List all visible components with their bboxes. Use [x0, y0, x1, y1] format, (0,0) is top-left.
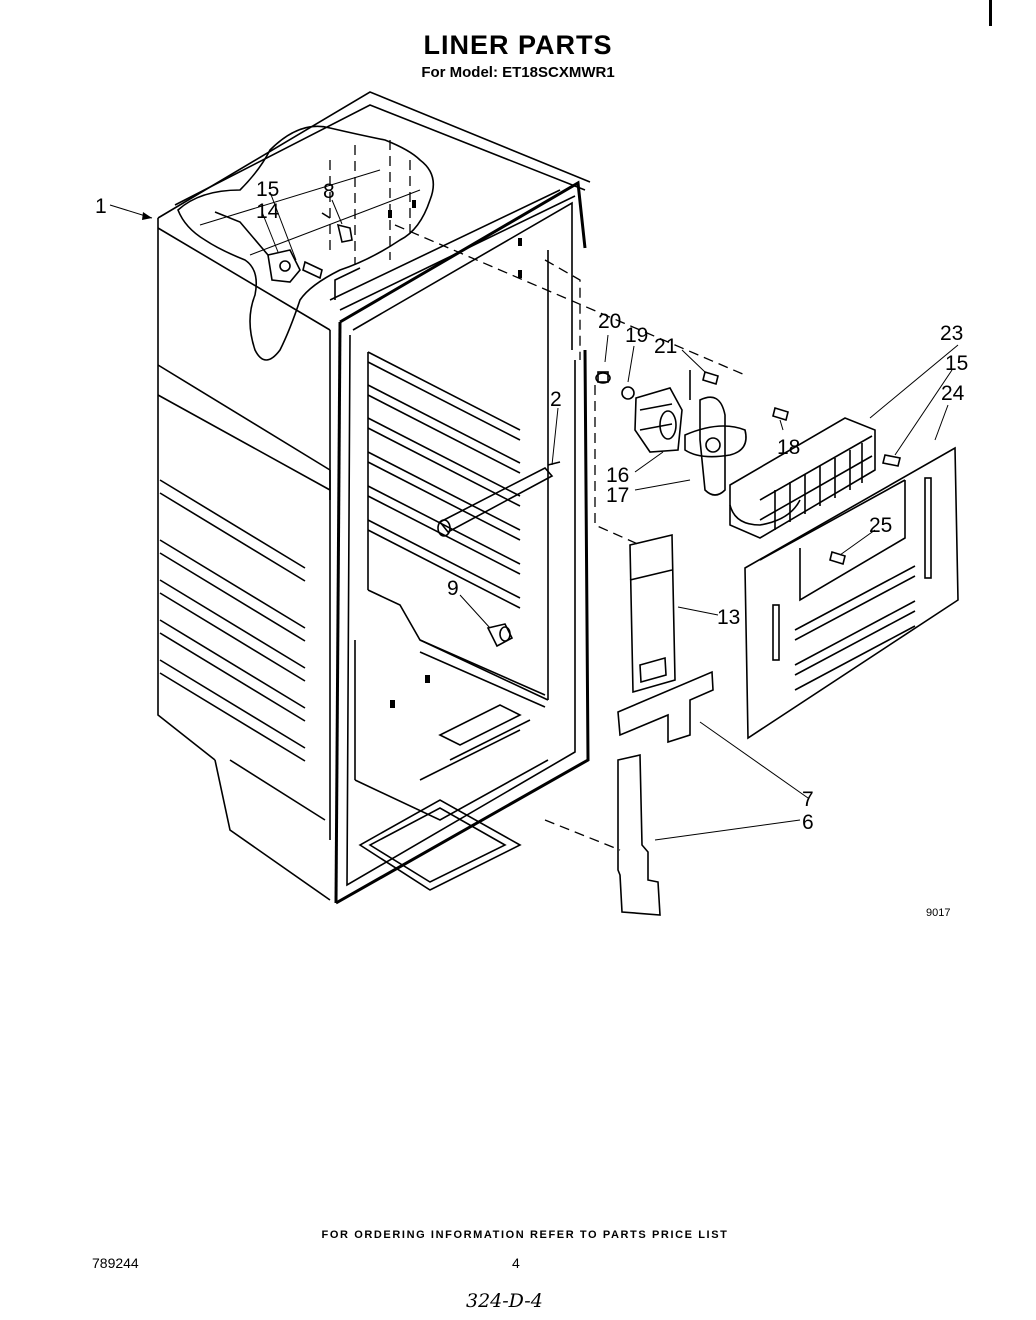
callout-13: 13	[717, 606, 740, 629]
callout-15-right: 15	[945, 352, 968, 375]
callout-18: 18	[777, 436, 800, 459]
callout-1: 1	[95, 195, 107, 218]
callout-17: 17	[606, 484, 629, 507]
bracket-part-8	[321, 212, 353, 243]
callout-25: 25	[869, 514, 892, 537]
corner-mark	[989, 0, 992, 26]
callout-14: 14	[256, 200, 280, 223]
callout-23: 23	[940, 322, 963, 345]
callout-8: 8	[323, 180, 335, 203]
callout-2: 2	[550, 388, 562, 411]
figure-code: 9017	[926, 907, 950, 919]
callout-19: 19	[625, 324, 648, 347]
rear-panel-part-24	[744, 446, 959, 740]
document-number: 789244	[92, 1255, 139, 1271]
callout-21: 21	[654, 335, 677, 358]
fan-motor-assembly	[595, 370, 789, 496]
duct-part-13	[629, 533, 676, 694]
screw-part-25	[829, 550, 846, 566]
baffle-part-7	[617, 670, 714, 744]
cabinet-liner	[157, 91, 746, 905]
tube-part-2	[437, 461, 561, 537]
ordering-note: FOR ORDERING INFORMATION REFER TO PARTS …	[321, 1229, 729, 1241]
callout-20: 20	[598, 310, 621, 333]
callout-24: 24	[941, 382, 965, 405]
page-number: 4	[512, 1255, 520, 1271]
model-subtitle: For Model: ET18SCXMWR1	[421, 64, 615, 81]
callout-16: 16	[606, 464, 629, 487]
callout-6: 6	[802, 811, 814, 834]
seal-part-6	[617, 754, 661, 916]
callout-15-top: 15	[256, 178, 279, 201]
light-socket-part-9	[486, 623, 514, 648]
thermostat-part-14	[214, 211, 301, 283]
screw-part-15-right	[882, 454, 901, 467]
page-title: LINER PARTS	[423, 30, 613, 60]
callout-9: 9	[447, 577, 459, 600]
callout-labels: 1 15 14 8 20 19 21 23 15 24 2 18 16 17 2…	[95, 178, 968, 919]
leader-lines	[109, 191, 959, 841]
handwritten-note: 324-D-4	[466, 1290, 543, 1312]
callout-7: 7	[802, 788, 814, 811]
screw-part-15-top	[302, 260, 323, 280]
grille-part-23	[729, 417, 876, 539]
